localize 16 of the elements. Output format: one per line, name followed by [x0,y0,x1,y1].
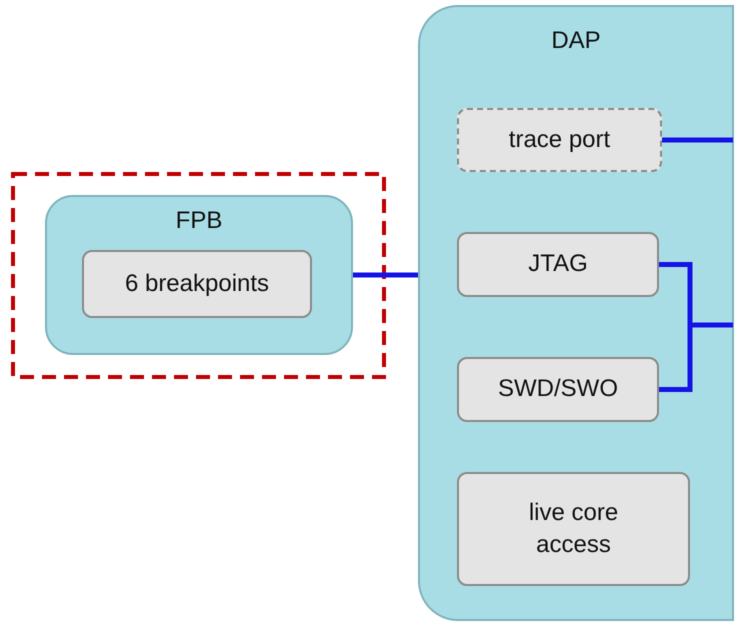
process-box [457,232,659,297]
process-box [457,357,659,422]
process-box [457,108,662,172]
box-label: trace port [508,124,610,155]
box-label: JTAG [528,249,588,280]
box-label: 6 breakpoints [124,268,270,299]
module-box [45,195,353,355]
box-title: DAP [551,26,601,56]
connector-line [353,272,418,278]
process-box [457,472,690,586]
box-title: FPB [176,206,222,236]
module-box [418,5,734,621]
process-box [82,250,312,318]
box-label: SWD/SWO [498,374,618,404]
box-label: live core access [528,498,620,560]
connector-line [662,138,733,142]
